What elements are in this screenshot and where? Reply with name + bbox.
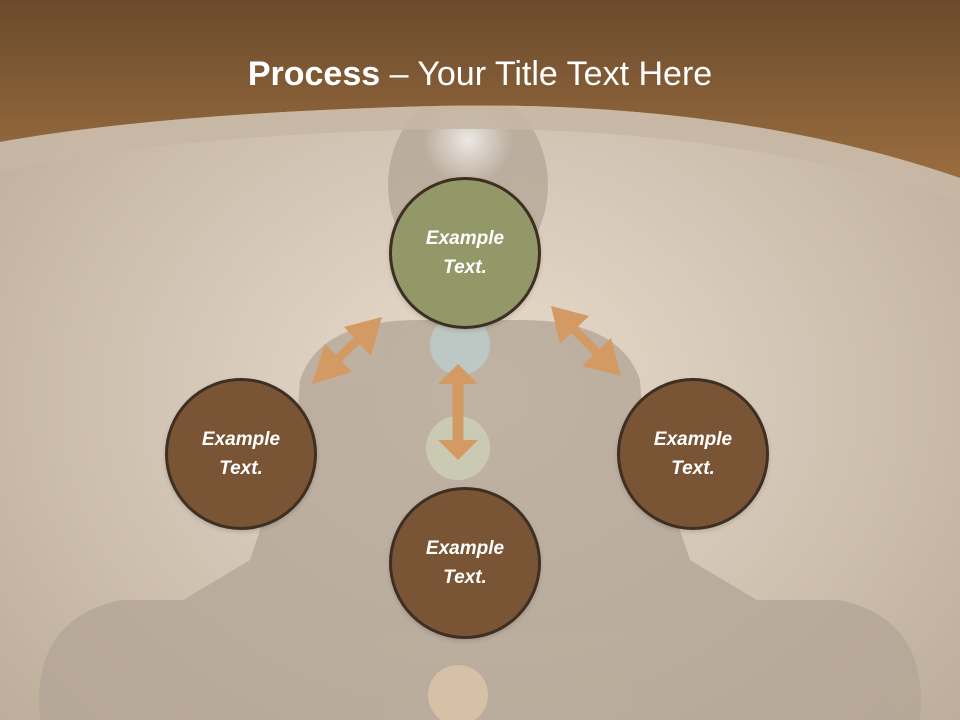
- node-top-circle: Example Text.: [389, 177, 541, 329]
- node-left-line2: Text.: [219, 458, 263, 479]
- node-right-circle: Example Text.: [617, 378, 769, 530]
- title-rest: – Your Title Text Here: [380, 55, 713, 93]
- double-arrow-left-icon: [312, 317, 382, 384]
- node-top-line2: Text.: [443, 257, 487, 278]
- double-arrow-vertical-icon: [438, 364, 478, 460]
- node-left-line1: Example: [201, 429, 281, 450]
- node-bottom-circle: Example Text.: [389, 487, 541, 639]
- node-bottom-line2: Text.: [443, 567, 487, 588]
- node-left-circle: Example Text.: [165, 378, 317, 530]
- title-bold: Process: [247, 55, 381, 93]
- header-band: [0, 0, 960, 178]
- node-top-line1: Example: [425, 228, 505, 249]
- header-arc: [0, 105, 960, 202]
- page-title: Process – Your Title Text Here: [0, 50, 960, 98]
- node-right-line2: Text.: [671, 458, 715, 479]
- node-bottom-line1: Example: [425, 538, 505, 559]
- double-arrow-right-icon: [551, 306, 621, 376]
- node-right-line1: Example: [653, 429, 733, 450]
